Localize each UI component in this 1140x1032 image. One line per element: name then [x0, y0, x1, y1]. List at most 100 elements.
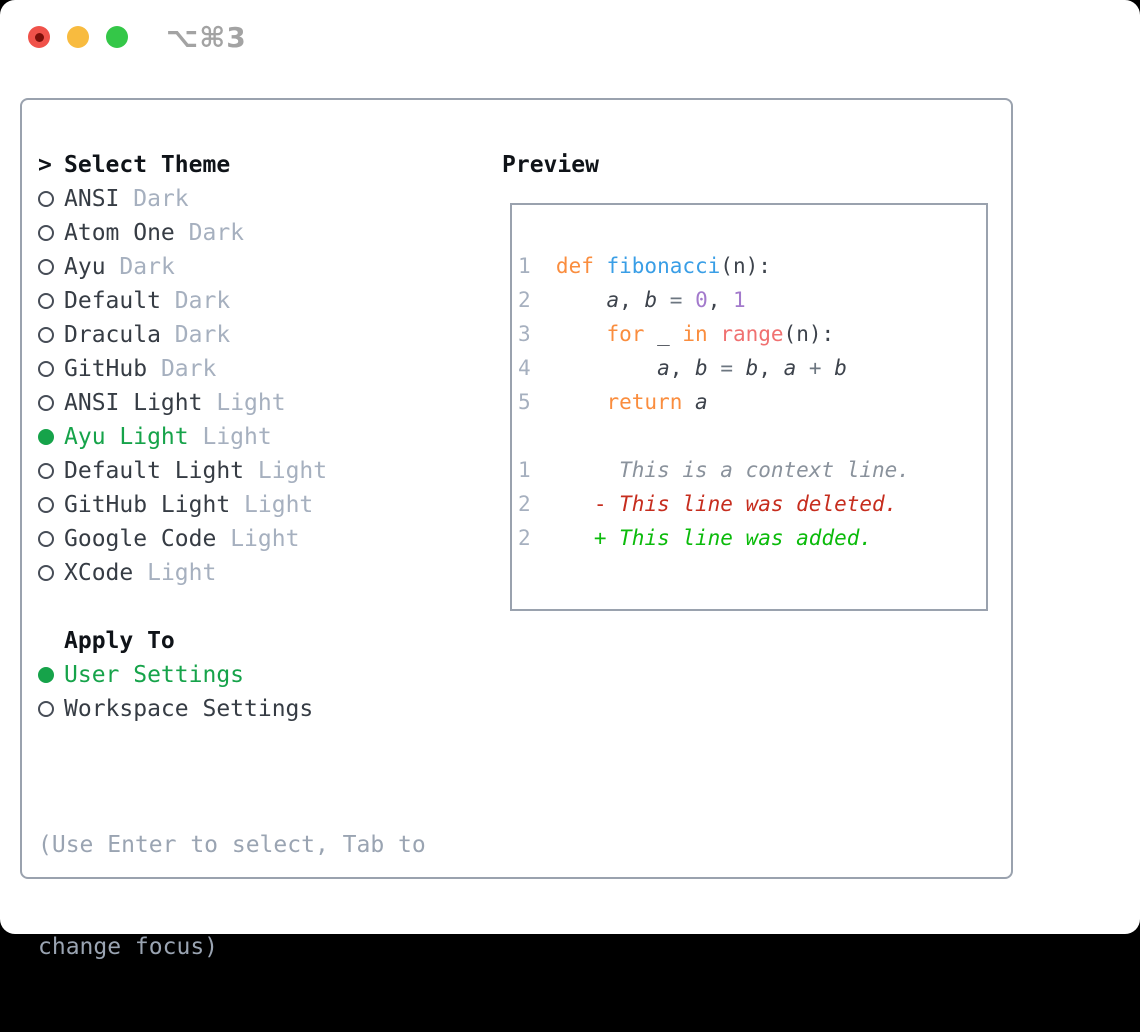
theme-option[interactable]: Dracula Dark [38, 318, 426, 352]
code-token [657, 288, 670, 312]
code-token: in [682, 322, 708, 346]
option-label: Google Code [64, 526, 217, 552]
apply-to-option[interactable]: Workspace Settings [38, 692, 426, 726]
radio-icon [38, 531, 54, 547]
code-token: + [593, 526, 620, 550]
code-token: This line was deleted. [619, 492, 898, 516]
option-label: Atom One [64, 220, 175, 246]
theme-option[interactable]: Google Code Light [38, 522, 426, 556]
window-shortcut-label: ⌥⌘3 [166, 21, 247, 54]
code-line: 1 This is a context line. [518, 453, 986, 487]
code-token: = [720, 356, 733, 380]
option-variant: Dark [160, 356, 217, 382]
option-variant: Dark [133, 186, 189, 212]
code-token: b [834, 356, 847, 380]
code-line: 3 for _ in range(n): [518, 317, 986, 351]
code-token [682, 390, 695, 414]
option-variant: Light [244, 492, 314, 518]
code-token [556, 390, 607, 414]
theme-option[interactable]: Ayu Dark [38, 250, 426, 284]
theme-option[interactable]: Default Light Light [38, 454, 426, 488]
code-token [556, 526, 594, 550]
theme-option[interactable]: Ayu Light Light [38, 420, 426, 454]
apply-to-header: Apply To [38, 624, 426, 658]
code-token [556, 288, 607, 312]
theme-option[interactable]: GitHub Dark [38, 352, 426, 386]
spacer [38, 726, 426, 760]
option-variant: Light [202, 424, 272, 450]
radio-selected-icon [38, 429, 54, 445]
theme-option[interactable]: ANSI Light Light [38, 386, 426, 420]
code-token [708, 356, 721, 380]
theme-option[interactable]: XCode Light [38, 556, 426, 590]
option-variant: Light [147, 560, 217, 586]
option-variant: Light [230, 526, 300, 552]
code-token [556, 458, 619, 482]
code-line: 4 a, b = b, a + b [518, 351, 986, 385]
option-label: ANSI [64, 186, 120, 212]
code-token [556, 492, 594, 516]
line-number: 2 [518, 492, 531, 516]
line-number: 3 [518, 322, 531, 346]
minimize-button-icon[interactable] [67, 26, 89, 48]
theme-option[interactable]: Default Dark [38, 284, 426, 318]
code-token: This line was added. [619, 526, 873, 550]
code-token: - [593, 492, 620, 516]
radio-icon [38, 497, 54, 513]
focus-caret-icon: > [38, 152, 52, 178]
code-token: _ [644, 322, 683, 346]
code-token: a [695, 390, 708, 414]
line-number: 2 [518, 288, 531, 312]
code-token: a [606, 288, 620, 312]
radio-icon [38, 565, 54, 581]
code-line: 2 + This line was added. [518, 521, 986, 555]
option-variant: Dark [188, 220, 245, 246]
code-token: def [555, 254, 607, 278]
radio-icon [38, 701, 54, 717]
radio-icon [38, 293, 54, 309]
code-token: , [669, 356, 696, 380]
preview-title: Preview [502, 152, 599, 178]
apply-to-option[interactable]: User Settings [38, 658, 426, 692]
radio-icon [38, 327, 54, 343]
code-token: , [707, 288, 734, 312]
code-token: = [669, 288, 683, 312]
theme-picker-header: > Select Theme [38, 148, 426, 182]
option-label: Default [64, 288, 161, 314]
spacer [38, 590, 426, 624]
code-token [733, 356, 746, 380]
code-token: , [619, 288, 645, 312]
option-variant: Dark [174, 322, 231, 348]
code-token [708, 322, 721, 346]
code-token: (n): [720, 254, 771, 278]
code-token: (n): [783, 322, 835, 346]
code-token: for [606, 322, 645, 346]
code-line: 5 return a [518, 385, 986, 419]
radio-icon [38, 259, 54, 275]
code-token: return [606, 390, 683, 414]
theme-option[interactable]: Atom One Dark [38, 216, 426, 250]
code-token [556, 322, 607, 346]
option-label: GitHub [64, 356, 148, 382]
code-token: + [808, 356, 822, 380]
theme-option[interactable]: GitHub Light Light [38, 488, 426, 522]
option-variant: Light [216, 390, 286, 416]
close-button-icon[interactable] [28, 26, 50, 48]
code-token: a [657, 356, 670, 380]
line-number: 1 [518, 458, 531, 482]
line-number: 5 [518, 390, 531, 414]
theme-option[interactable]: ANSI Dark [38, 182, 426, 216]
zoom-button-icon[interactable] [106, 26, 128, 48]
radio-icon [38, 361, 54, 377]
code-token: 1 [733, 288, 746, 312]
code-token: b [745, 356, 759, 380]
option-variant: Light [257, 458, 328, 484]
option-label: Default Light [64, 458, 245, 484]
radio-selected-icon [38, 667, 54, 683]
